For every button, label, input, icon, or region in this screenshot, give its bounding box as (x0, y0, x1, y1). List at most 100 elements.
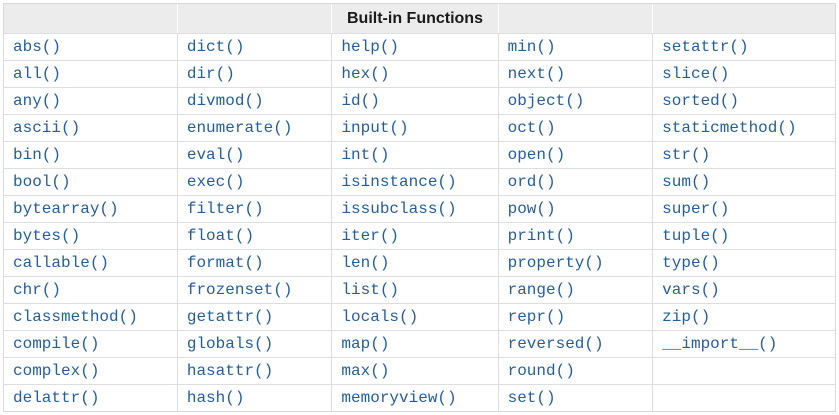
function-link[interactable]: slice() (662, 65, 730, 83)
function-link[interactable]: reversed() (507, 335, 604, 353)
function-link[interactable]: set() (507, 389, 556, 407)
table-cell: locals() (331, 303, 498, 330)
table-cell: getattr() (176, 303, 332, 330)
header-cell-empty-5 (652, 4, 835, 33)
table-cell: input() (331, 114, 498, 141)
function-link[interactable]: staticmethod() (662, 119, 797, 137)
table-cell (652, 357, 835, 384)
function-link[interactable]: dict() (186, 38, 245, 56)
function-link[interactable]: float() (186, 227, 255, 245)
function-link[interactable]: min() (507, 38, 556, 56)
function-link[interactable]: compile() (13, 335, 100, 353)
table-cell: tuple() (652, 222, 835, 249)
function-link[interactable]: globals() (186, 335, 274, 353)
table-cell: staticmethod() (652, 114, 835, 141)
function-link[interactable]: __import__() (662, 335, 778, 353)
function-link[interactable]: type() (662, 254, 720, 272)
function-link[interactable]: tuple() (662, 227, 730, 245)
function-link[interactable]: hex() (341, 65, 390, 83)
table-cell: property() (497, 249, 653, 276)
function-link[interactable]: memoryview() (341, 389, 457, 407)
table-cell: exec() (176, 168, 332, 195)
function-link[interactable]: super() (662, 200, 730, 218)
function-link[interactable]: range() (507, 281, 575, 299)
function-link[interactable]: delattr() (13, 389, 100, 407)
function-link[interactable]: issubclass() (341, 200, 457, 218)
table-row: chr() frozenset() list() range() vars() (4, 276, 835, 303)
function-link[interactable]: print() (507, 227, 575, 245)
function-link[interactable]: pow() (507, 200, 556, 218)
function-link[interactable]: hash() (186, 389, 245, 407)
function-link[interactable]: iter() (341, 227, 400, 245)
table-cell: iter() (331, 222, 498, 249)
function-link[interactable]: object() (507, 92, 585, 110)
table-cell: ord() (497, 168, 653, 195)
table-header-row: Built-in Functions (4, 4, 835, 33)
function-link[interactable]: zip() (662, 308, 711, 326)
table-cell: bytearray() (4, 195, 177, 222)
function-link[interactable]: setattr() (662, 38, 749, 56)
function-link[interactable]: abs() (13, 38, 62, 56)
table-cell: ascii() (4, 114, 177, 141)
function-link[interactable]: all() (13, 65, 62, 83)
function-link[interactable]: enumerate() (186, 119, 293, 137)
function-link[interactable]: isinstance() (341, 173, 457, 191)
function-link[interactable]: dir() (186, 65, 235, 83)
table-cell: object() (497, 87, 653, 114)
function-link[interactable]: eval() (186, 146, 245, 164)
function-link[interactable]: sum() (662, 173, 711, 191)
table-cell: id() (331, 87, 498, 114)
function-link[interactable]: round() (507, 362, 575, 380)
function-link[interactable]: getattr() (186, 308, 274, 326)
table-row: bool() exec() isinstance() ord() sum() (4, 168, 835, 195)
function-link[interactable]: list() (341, 281, 400, 299)
function-link[interactable]: str() (662, 146, 711, 164)
table-row: bytes() float() iter() print() tuple() (4, 222, 835, 249)
function-link[interactable]: next() (507, 65, 566, 83)
table-cell: repr() (497, 303, 653, 330)
table-cell: complex() (4, 357, 177, 384)
table-cell: min() (497, 33, 653, 60)
function-link[interactable]: help() (341, 38, 400, 56)
table-cell: frozenset() (176, 276, 332, 303)
header-cell-empty-1 (4, 4, 177, 33)
function-link[interactable]: any() (13, 92, 62, 110)
function-link[interactable]: exec() (186, 173, 245, 191)
function-link[interactable]: classmethod() (13, 308, 138, 326)
function-link[interactable]: property() (507, 254, 604, 272)
table-cell: filter() (176, 195, 332, 222)
function-link[interactable]: repr() (507, 308, 566, 326)
builtin-functions-table: Built-in Functions abs() dict() help() min(… (3, 3, 836, 412)
table-cell: dict() (176, 33, 332, 60)
function-link[interactable]: ascii() (13, 119, 81, 137)
function-link[interactable]: bool() (13, 173, 71, 191)
function-link[interactable]: oct() (507, 119, 556, 137)
function-link[interactable]: callable() (13, 254, 110, 272)
function-link[interactable]: frozenset() (186, 281, 293, 299)
function-link[interactable]: bin() (13, 146, 62, 164)
function-link[interactable]: int() (341, 146, 390, 164)
function-link[interactable]: id() (341, 92, 380, 110)
function-link[interactable]: chr() (13, 281, 62, 299)
function-link[interactable]: divmod() (186, 92, 264, 110)
function-link[interactable]: locals() (341, 308, 419, 326)
function-link[interactable]: input() (341, 119, 409, 137)
table-cell: dir() (176, 60, 332, 87)
table-row: abs() dict() help() min() setattr() (4, 33, 835, 60)
function-link[interactable]: vars() (662, 281, 720, 299)
function-link[interactable]: hasattr() (186, 362, 274, 380)
function-link[interactable]: bytearray() (13, 200, 119, 218)
function-link[interactable]: filter() (186, 200, 264, 218)
table-cell: map() (331, 330, 498, 357)
function-link[interactable]: len() (341, 254, 390, 272)
table-cell: vars() (652, 276, 835, 303)
function-link[interactable]: max() (341, 362, 390, 380)
function-link[interactable]: ord() (507, 173, 556, 191)
function-link[interactable]: bytes() (13, 227, 81, 245)
table-cell: hash() (176, 384, 332, 411)
function-link[interactable]: sorted() (662, 92, 739, 110)
function-link[interactable]: map() (341, 335, 390, 353)
function-link[interactable]: format() (186, 254, 264, 272)
function-link[interactable]: open() (507, 146, 566, 164)
function-link[interactable]: complex() (13, 362, 100, 380)
